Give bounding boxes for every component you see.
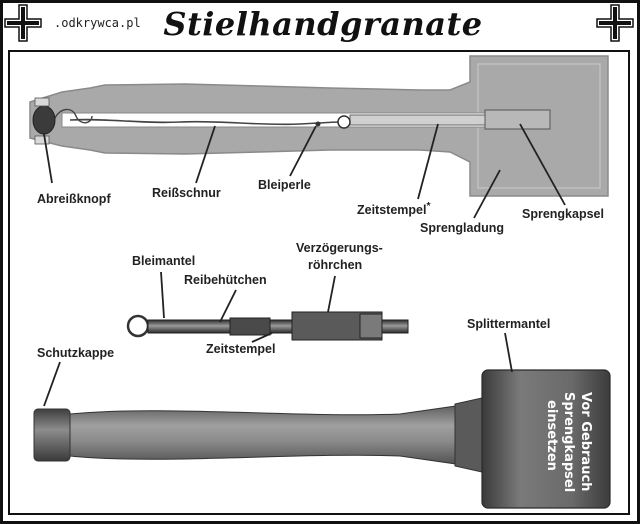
label-schutzkappe: Schutzkappe	[37, 346, 115, 360]
label-abreissknopf: Abreißknopf	[37, 192, 111, 206]
head-marking-line-1: Vor Gebrauch	[578, 392, 593, 491]
head-marking: Vor Gebrauch Sprengkapsel einsetzen	[544, 392, 593, 492]
fuse-assembly	[126, 311, 409, 341]
head-marking-line-2: Sprengkapsel	[561, 392, 576, 492]
cutaway-section	[29, 55, 609, 197]
label-zeitstempel-top: Zeitstempel*	[357, 201, 431, 217]
head-marking-line-3: einsetzen	[544, 400, 559, 471]
label-reibehuetchen: Reibehütchen	[184, 273, 267, 287]
label-splittermantel: Splittermantel	[467, 317, 551, 331]
label-verzoegerung-line2: röhrchen	[308, 258, 363, 272]
label-bleiperle: Bleiperle	[258, 178, 311, 192]
label-reissschnur: Reißschnur	[152, 186, 221, 200]
label-zeitstempel-mid: Zeitstempel	[206, 342, 276, 356]
label-sprengladung: Sprengladung	[420, 221, 505, 235]
watermark: .odkrywca.pl	[54, 16, 141, 30]
label-sprengkapsel: Sprengkapsel	[522, 207, 604, 221]
grenade-complete	[33, 369, 611, 509]
asterisk-mark: *	[426, 201, 431, 212]
label-verzoegerung-line1: Verzögerungs-	[296, 241, 383, 255]
iron-cross-icon-left	[4, 4, 42, 42]
leader-lines	[43, 123, 566, 407]
zeitstempel-top-text: Zeitstempel	[357, 203, 427, 218]
label-bleimantel: Bleimantel	[132, 254, 196, 268]
iron-cross-icon-right	[596, 4, 634, 42]
